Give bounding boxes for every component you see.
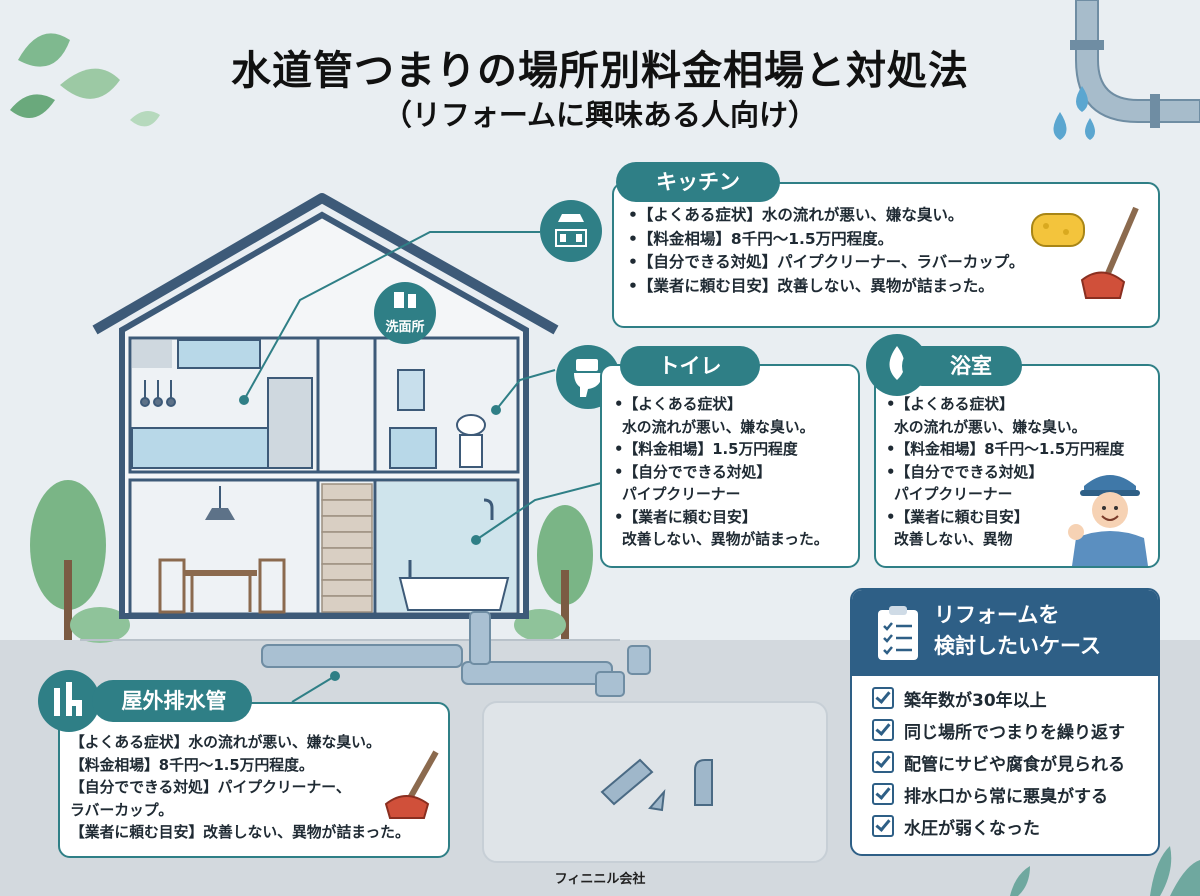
bath-label: 浴室 xyxy=(902,346,1022,386)
bath-line: •【業者に頼む目安】 xyxy=(886,508,1029,526)
broken-pipe-icon xyxy=(600,758,713,812)
checkbox-icon xyxy=(872,815,894,837)
checkbox-icon xyxy=(872,783,894,805)
checklist-clipboard-icon xyxy=(878,606,918,660)
kitchen-card: •【よくある症状】水の流れが悪い、嫌な臭い。 •【料金相場】8千円〜1.5万円程… xyxy=(612,182,1160,328)
toilet-line: 水の流れが悪い、嫌な臭い。 xyxy=(622,418,815,436)
washroom-label: 洗面所 xyxy=(385,320,425,335)
outdoor-icon-badge xyxy=(38,670,100,732)
outdoor-line: 【業者に頼む目安】改善しない、異物が詰まった。 xyxy=(70,824,410,841)
reform-item-text: 配管にサビや腐食が見られる xyxy=(904,755,1125,775)
bath-line: 改善しない、異物 xyxy=(894,531,1013,548)
kitchen-line: •【よくある症状】水の流れが悪い、嫌な臭い。 xyxy=(628,206,964,224)
bath-line: パイプクリーナー xyxy=(894,486,1013,503)
washroom-sink-icon xyxy=(394,292,416,308)
toilet-line: 改善しない、異物が詰まった。 xyxy=(622,531,829,548)
reform-item-text: 水圧が弱くなった xyxy=(904,819,1040,839)
reform-item-text: 築年数が30年以上 xyxy=(904,691,1047,711)
toilet-icon xyxy=(574,359,602,397)
toilet-label: トイレ xyxy=(620,346,760,386)
page-subtitle: （リフォームに興味ある人向け） xyxy=(382,98,818,132)
kitchen-line: •【業者に頼む目安】改善しない、異物が詰まった。 xyxy=(628,276,994,295)
reform-item: 配管にサビや腐食が見られる xyxy=(872,750,1125,775)
reform-item: 同じ場所でつまりを繰り返す xyxy=(872,718,1125,743)
reform-title-line2: 検討したいケース xyxy=(934,634,1101,658)
house-illustration xyxy=(80,193,620,641)
drain-pipe-illustration xyxy=(261,611,651,697)
reform-header: リフォームを 検討したいケース xyxy=(852,590,1158,676)
toilet-lines: •【よくある症状】 水の流れが悪い、嫌な臭い。 •【料金相場】1.5万円程度 •… xyxy=(614,394,829,552)
toilet-line: パイプクリーナー xyxy=(622,486,741,503)
outdoor-pipe-icon xyxy=(54,682,82,716)
tree-left-icon xyxy=(30,480,130,643)
checkbox-icon xyxy=(872,751,894,773)
callout-lines xyxy=(239,231,606,703)
outdoor-line: 【料金相場】8千円〜1.5万円程度。 xyxy=(70,756,314,774)
plumber-worker-icon xyxy=(1068,475,1148,566)
bath-line: •【よくある症状】 xyxy=(886,396,1014,413)
bath-lines: •【よくある症状】 水の流れが悪い、嫌な臭い。 •【料金相場】8千円〜1.5万円… xyxy=(886,394,1124,552)
outdoor-card: 【よくある症状】水の流れが悪い、嫌な臭い。 【料金相場】8千円〜1.5万円程度。… xyxy=(58,702,450,858)
plunger-icon xyxy=(384,750,439,819)
toilet-line: •【業者に頼む目安】 xyxy=(614,508,757,526)
plant-decoration-icon xyxy=(1010,846,1200,896)
reform-item-text: 同じ場所でつまりを繰り返す xyxy=(904,723,1125,743)
kitchen-range-icon xyxy=(555,214,587,247)
kitchen-icon-badge xyxy=(540,200,602,262)
bath-card: •【よくある症状】 水の流れが悪い、嫌な臭い。 •【料金相場】8千円〜1.5万円… xyxy=(874,364,1160,568)
reform-item: 築年数が30年以上 xyxy=(872,686,1047,711)
pipe-decoration-icon xyxy=(1070,0,1200,128)
reform-item: 水圧が弱くなった xyxy=(872,814,1040,839)
toilet-card: •【よくある症状】 水の流れが悪い、嫌な臭い。 •【料金相場】1.5万円程度 •… xyxy=(600,364,860,568)
kitchen-line: •【料金相場】8千円〜1.5万円程度。 xyxy=(628,229,894,248)
kitchen-line: •【自分できる対処】パイプクリーナー、ラバーカップ。 xyxy=(628,253,1025,271)
reform-title-line1: リフォームを xyxy=(934,603,1060,627)
reform-card: リフォームを 検討したいケース 築年数が30年以上 同じ場所でつまりを繰り返す … xyxy=(850,588,1160,856)
outdoor-label: 屋外排水管 xyxy=(92,680,252,722)
reform-item: 排水口から常に悪臭がする xyxy=(872,782,1108,807)
checkbox-icon xyxy=(872,687,894,709)
page-title: 水道管つまりの場所別料金相場と対処法 xyxy=(231,48,969,94)
reform-title: リフォームを 検討したいケース xyxy=(934,600,1101,662)
reform-item-text: 排水口から常に悪臭がする xyxy=(904,787,1108,807)
sponge-plunger-icon xyxy=(1031,206,1139,299)
kitchen-lines: •【よくある症状】水の流れが悪い、嫌な臭い。 •【料金相場】8千円〜1.5万円程… xyxy=(628,204,1024,298)
outdoor-lines: 【よくある症状】水の流れが悪い、嫌な臭い。 【料金相場】8千円〜1.5万円程度。… xyxy=(70,732,410,845)
outdoor-line: 【よくある症状】水の流れが悪い、嫌な臭い。 xyxy=(70,734,381,751)
kitchen-label: キッチン xyxy=(616,162,780,202)
leaf-decoration-icon xyxy=(10,33,160,127)
washroom-badge: 洗面所 xyxy=(374,282,436,344)
bath-line: •【自分でできる対処】 xyxy=(886,463,1044,481)
tree-right-icon xyxy=(514,505,593,641)
underground-inset-panel xyxy=(482,701,828,863)
bath-line: 水の流れが悪い、嫌な臭い。 xyxy=(894,418,1087,436)
water-drop-icon xyxy=(1053,86,1095,140)
bath-line: •【料金相場】8千円〜1.5万円程度 xyxy=(886,441,1125,458)
toilet-line: •【料金相場】1.5万円程度 xyxy=(614,441,798,458)
checkbox-icon xyxy=(872,719,894,741)
outdoor-line: ラバーカップ。 xyxy=(70,801,173,819)
company-footer: フィニニル会社 xyxy=(554,872,646,887)
water-drop-icon xyxy=(889,346,905,380)
outdoor-line: 【自分でできる対処】パイプクリーナー、 xyxy=(70,779,351,796)
toilet-line: •【自分でできる対処】 xyxy=(614,463,772,481)
toilet-line: •【よくある症状】 xyxy=(614,396,742,413)
